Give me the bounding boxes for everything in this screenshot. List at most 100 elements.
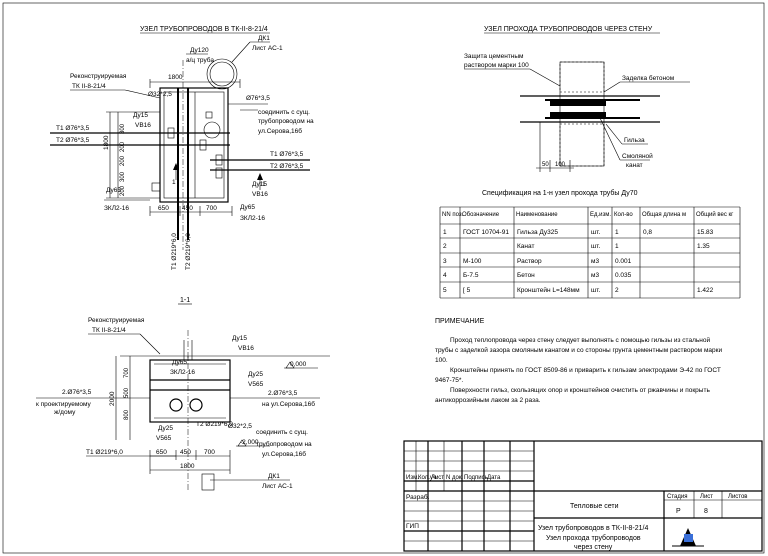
recon-label-2: ТК II-8-21/4 (72, 83, 106, 90)
stamp-head-2: Лист (431, 475, 444, 481)
ac-pipe-label: а/ц труба (186, 56, 214, 64)
note-line-2: 100. (435, 357, 448, 364)
stamp-h-sheet: Лист (700, 494, 713, 500)
level-minus-2: -2,000 (240, 439, 259, 446)
stamp-head-0: Изм. (406, 475, 419, 481)
sheet-ref-label: Лист АС-1 (252, 45, 283, 52)
dim-v-3: 300 (120, 171, 126, 182)
dim-v-0: 300 (120, 123, 126, 134)
notes-block: ПРИМЕЧАНИЕ Проход теплопровода через сте… (435, 318, 722, 404)
wall-passage-detail: УЗЕЛ ПРОХОДА ТРУБОПРОВОДОВ ЧЕРЕЗ СТЕНУ З… (464, 26, 690, 172)
sec-dim-700: 700 (124, 367, 130, 378)
to-project-1: к проектируемому (36, 401, 91, 408)
sec-connect-1: соединить с сущ. (256, 429, 308, 436)
stamp-desc-2: Узел прохода трубопроводов (546, 534, 641, 542)
recon-label-1: Реконструируемая (70, 73, 127, 80)
stamp-head-4: Подпись (464, 475, 488, 481)
sleeve-label: Гильза (624, 137, 645, 144)
note-line-3: Кронштейны принять по ГОСТ 8509-86 и при… (450, 366, 721, 374)
level-zero: 0,000 (290, 361, 307, 368)
sec-dim-500: 500 (124, 387, 130, 398)
du15b-label: Ду15 (252, 181, 267, 188)
spec-cell: 1 (443, 229, 447, 236)
note-line-6: антикоррозийным лаком за 2 раза. (435, 396, 541, 404)
zkl-b-label: ЗКЛ2-16 (240, 215, 265, 222)
note-line-4: 9467-75*. (435, 377, 463, 384)
dim-h-0: 650 (158, 205, 169, 212)
stamp-head-1: Кол.уч. (418, 475, 438, 481)
spec-header-1: Обозначение (462, 212, 500, 218)
sec-du25b: Ду25 (158, 425, 173, 432)
to-project-2: ж/дому (54, 409, 76, 416)
spec-header-6: Общий вес кг (696, 211, 734, 218)
connect-label-2: трубопроводом на (258, 117, 314, 125)
t1-right-label: Т1 Ø76*3,5 (270, 151, 304, 158)
stamp-desc-1: Узел трубопроводов в ТК-II-8-21/4 (538, 524, 648, 532)
dim-h-1: 450 (182, 205, 193, 212)
pipe-node-plan: УЗЕЛ ТРУБОПРОВОДОВ В ТК-II-8-21/4 ДК1 Ли… (50, 26, 314, 270)
sec-dim-2000: 2000 (109, 391, 116, 406)
section-recon-2: ТК II-8-21/4 (92, 327, 126, 334)
note-line-1: трубы с заделкой зазора смоляным канатом… (435, 346, 722, 354)
spec-cell: 0.035 (615, 272, 632, 279)
spec-cell: Кронштейн L=148мм (517, 286, 580, 294)
spec-cell: 3 (443, 258, 447, 265)
section-mark-left: 1 (172, 179, 176, 186)
spec-cell: 0.001 (615, 258, 632, 265)
stamp-h-stage: Стадия (667, 494, 687, 500)
spec-header-3: Ед.изм. (590, 212, 611, 218)
section-1-1: 1-1 Реконструируемая ТК II-8-21/4 Ду15 V… (36, 297, 330, 491)
plan-title: УЗЕЛ ТРУБОПРОВОДОВ В ТК-II-8-21/4 (140, 26, 268, 33)
du120-label: Ду120 (190, 47, 209, 54)
sec-du15-label: Ду15 (232, 335, 247, 342)
sec-du25-label: Ду25 (248, 371, 263, 378)
t2-left-label: Т2 Ø76*3,5 (56, 137, 90, 144)
spec-cell: шт. (591, 229, 600, 236)
rope-label-1: Смоляной (622, 152, 653, 160)
spec-cell: Гильза Ду325 (517, 229, 558, 236)
sec-dim-h-0: 650 (156, 449, 167, 456)
sec-t1-219: Т1 Ø219*6,0 (86, 449, 123, 456)
sec-dim-1800: 1800 (180, 463, 195, 470)
specification-table: Спецификация на 1-н узел прохода трубы Д… (439, 189, 741, 299)
t2-219-label: Т2 Ø219*6,0 (185, 233, 192, 270)
protect-label-1: Защита цементным (464, 53, 524, 60)
stamp-razrab: Разраб. (406, 493, 430, 501)
spec-cell: [ 5 (463, 287, 471, 294)
stamp-stage: Р (676, 508, 681, 515)
sec-du65-label: Ду65 (172, 359, 187, 366)
zkl-label: ЗКЛ2-16 (104, 205, 129, 212)
dim-v-1: 200 (120, 141, 126, 152)
dim-v-4: 200 (120, 185, 126, 196)
spec-cell: 1 (615, 229, 619, 236)
dim-1800-top: 1800 (168, 74, 183, 81)
connect-label-1: соединить с сущ. (258, 109, 310, 116)
spec-cell: 1.422 (697, 287, 714, 294)
rope-label-2: канат (626, 162, 643, 169)
spec-cell: 1 (615, 243, 619, 250)
spec-header-2: Наименование (516, 212, 558, 218)
sec-t2-left: 2.Ø76*3,5 (62, 389, 92, 396)
stamp-gip: ГИП (406, 523, 419, 530)
spec-cell: М-100 (463, 258, 482, 265)
concrete-label: Заделка бетоном (622, 74, 675, 82)
section-title: 1-1 (180, 297, 190, 304)
company-logo-icon (672, 528, 704, 547)
du65b-label: Ду65 (240, 204, 255, 211)
spec-cell: 1.35 (697, 243, 710, 250)
note-line-5: Поверхности гильз, скользящих опор и кро… (450, 386, 710, 394)
section-mark-right: 1 (262, 181, 266, 188)
spec-cell: шт. (591, 243, 600, 250)
stamp-project: Тепловые сети (570, 503, 619, 510)
t1-left-label: Т1 Ø76*3,5 (56, 125, 90, 132)
stamp-desc-3: через стену (574, 544, 613, 551)
dim-1800-vertical: 1800 (103, 135, 110, 150)
sec-vb16-label: VB16 (238, 345, 254, 352)
dim-v-2: 200 (120, 155, 126, 166)
spec-cell: Б-7.5 (463, 272, 479, 279)
stamp-head-3: N док. (446, 475, 463, 481)
spec-title: Спецификация на 1-н узел прохода трубы Д… (482, 189, 638, 197)
sec-connect-2: трубопроводом на (256, 440, 312, 448)
section-recon-1: Реконструируемая (88, 317, 145, 324)
